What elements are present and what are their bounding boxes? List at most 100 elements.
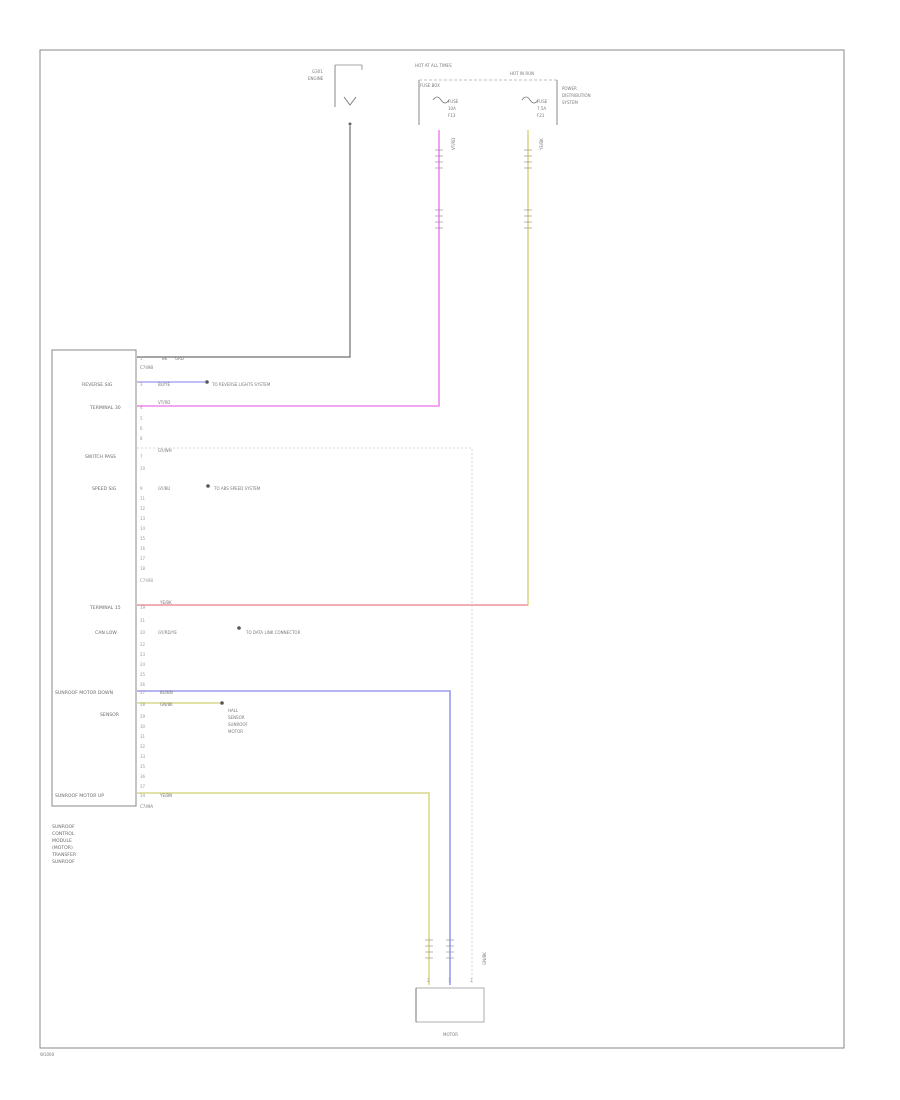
sensor-dot	[220, 701, 224, 705]
ground-label-1: G301	[312, 69, 323, 74]
sensor-note-4: MOTOR	[228, 729, 243, 734]
sensor-note-1: HALL	[228, 708, 239, 713]
module-name-4: (MOTOR)	[52, 845, 73, 851]
motor-wire-code-3: GN/BK	[482, 952, 487, 965]
yellow-motor-wire	[137, 792, 430, 985]
pin-sensor-wire: GN/BK	[160, 702, 173, 707]
svg-text:17: 17	[140, 556, 146, 561]
sensor-note-3: SUNROOF	[228, 722, 249, 727]
pin-speed-label: SPEED SIG	[92, 486, 117, 492]
svg-text:26: 26	[140, 682, 146, 687]
fuse-b-note-1: POWER	[562, 86, 577, 91]
pin-t30-num: 4	[140, 405, 143, 410]
svg-text:15: 15	[140, 536, 146, 541]
svg-text:21: 21	[140, 618, 146, 623]
reverse-dot	[205, 380, 209, 384]
svg-text:37: 37	[140, 784, 146, 789]
fuse-b: FUSE 7.5A F21	[521, 96, 548, 118]
svg-text:31: 31	[140, 734, 146, 739]
pin-switch-wire: GY/WH	[158, 448, 172, 453]
pin-t30-wire: VT/RD	[158, 400, 170, 405]
pin-sensor-num: 28	[140, 702, 146, 707]
can-dot	[237, 626, 241, 630]
pin-speed-num: 9	[140, 486, 143, 491]
fuse-a: FUSE 10A F13	[432, 96, 459, 118]
fuse-box: HOT AT ALL TIMES HOT IN RUN FUSE BOX FUS…	[415, 63, 591, 125]
pin-sensor-label: SENSOR	[100, 712, 120, 718]
svg-text:24: 24	[140, 662, 146, 667]
motor-name: MOTOR	[443, 1032, 458, 1037]
pin-t15-num: 19	[140, 605, 146, 610]
svg-text:6: 6	[140, 426, 143, 431]
ground-label-2: ENGINE	[308, 76, 324, 81]
svg-text:25: 25	[140, 672, 146, 677]
pin-c749b: C749B	[140, 365, 153, 370]
pin-down-label: SUNROOF MOTOR DOWN	[55, 690, 113, 696]
wire-connector-marks	[425, 149, 532, 959]
wire-a-code: VT/RD	[451, 138, 456, 150]
pink-wire	[137, 130, 440, 407]
pin-can-label: CAN LOW	[95, 630, 117, 636]
motor-pin-3: 3	[470, 978, 473, 983]
fuse-a-pin: F13	[448, 113, 456, 118]
svg-text:8: 8	[140, 436, 143, 441]
fuse-a-rating: 10A	[448, 106, 456, 111]
pin-can-num: 20	[140, 630, 146, 635]
pin-switch-label: SWITCH PASS	[85, 454, 116, 460]
ground-wire	[137, 126, 351, 358]
motor-pin-1: 2	[427, 978, 430, 983]
yellow-wire	[137, 130, 529, 606]
ground-device: G301 ENGINE	[308, 64, 363, 126]
pin-reverse-num: 3	[140, 382, 143, 387]
svg-text:11: 11	[140, 496, 146, 501]
fuse-box-label-2: HOT IN RUN	[510, 71, 534, 76]
svg-text:10: 10	[140, 466, 146, 471]
pin-up-num: 34	[140, 793, 146, 798]
connector-end: C749A	[140, 804, 153, 809]
svg-text:18: 18	[140, 566, 146, 571]
svg-text:36: 36	[140, 774, 146, 779]
svg-text:32: 32	[140, 744, 146, 749]
pin-down-wire: BU/BN	[160, 690, 173, 695]
svg-text:C749B: C749B	[140, 578, 153, 583]
svg-text:35: 35	[140, 764, 146, 769]
module-name-3: MODULE	[52, 838, 72, 844]
module-name-1: SUNROOF	[52, 824, 75, 830]
footer-code: W1000	[40, 1052, 55, 1057]
module-name-5: TRANSFER	[51, 852, 77, 858]
fuse-box-label-1: HOT AT ALL TIMES	[415, 63, 452, 68]
fuse-b-pin: F21	[537, 113, 545, 118]
pin-reverse-label: REVERSE SIG	[82, 382, 113, 388]
sunroof-motor: MOTOR 2 1 3 GN/BK	[415, 952, 487, 1037]
pin-reverse-wire: BU/YE	[158, 382, 170, 387]
svg-text:14: 14	[140, 526, 146, 531]
fuse-b-rating: 7.5A	[537, 106, 546, 111]
fuse-b-note-2: DISTRIBUTION	[562, 93, 591, 98]
module-name-6: SUNROOF	[52, 859, 75, 865]
sunroof-module: 1 BK GRD C749B REVERSE SIG 3 BU/YE TO RE…	[51, 349, 301, 865]
pin-t30-label: TERMINAL 30	[89, 405, 121, 411]
diagram-frame	[39, 49, 845, 1049]
ground-splice-dot	[348, 122, 352, 126]
svg-text:33: 33	[140, 754, 146, 759]
svg-text:22: 22	[140, 642, 146, 647]
wire-b-code: YE/BK	[539, 138, 544, 151]
pin-up-label: SUNROOF MOTOR UP	[55, 793, 104, 799]
pin-up-wire: YE/BN	[159, 793, 172, 798]
svg-text:16: 16	[140, 546, 146, 551]
pin-switch-num: 7	[140, 454, 143, 459]
fuse-a-name: FUSE	[448, 99, 459, 104]
pin-t15-label: TERMINAL 15	[89, 605, 121, 611]
pin-speed-wire: GY/BU	[158, 486, 170, 491]
svg-text:30: 30	[140, 724, 146, 729]
blue-wire	[137, 690, 451, 985]
sensor-note-2: SENSOR	[228, 715, 245, 720]
module-name-2: CONTROL	[52, 831, 75, 837]
gray-dashed-wire	[137, 447, 473, 985]
speed-dot	[206, 484, 210, 488]
can-note: TO DATA LINK CONNECTOR	[245, 630, 301, 635]
module-box	[51, 349, 137, 807]
svg-text:12: 12	[140, 506, 146, 511]
